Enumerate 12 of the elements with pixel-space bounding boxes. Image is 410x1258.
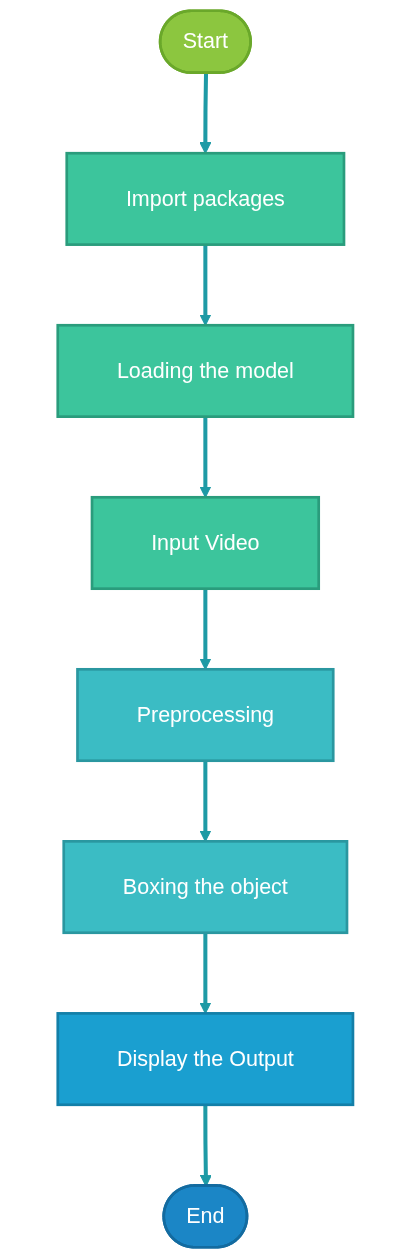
node-box: Boxing the object: [62, 840, 348, 935]
node-box: Import packages: [65, 151, 345, 246]
node-box: Preprocessing: [75, 667, 335, 763]
arrow: [199, 588, 211, 670]
node-box: Input Video: [90, 495, 320, 591]
arrow: [199, 244, 211, 326]
arrow: [199, 760, 211, 842]
arrow: [199, 73, 211, 154]
node-box: Display the Output: [56, 1012, 354, 1107]
node-box: Loading the model: [56, 323, 354, 418]
arrow: [199, 416, 211, 498]
arrow: [199, 932, 211, 1014]
